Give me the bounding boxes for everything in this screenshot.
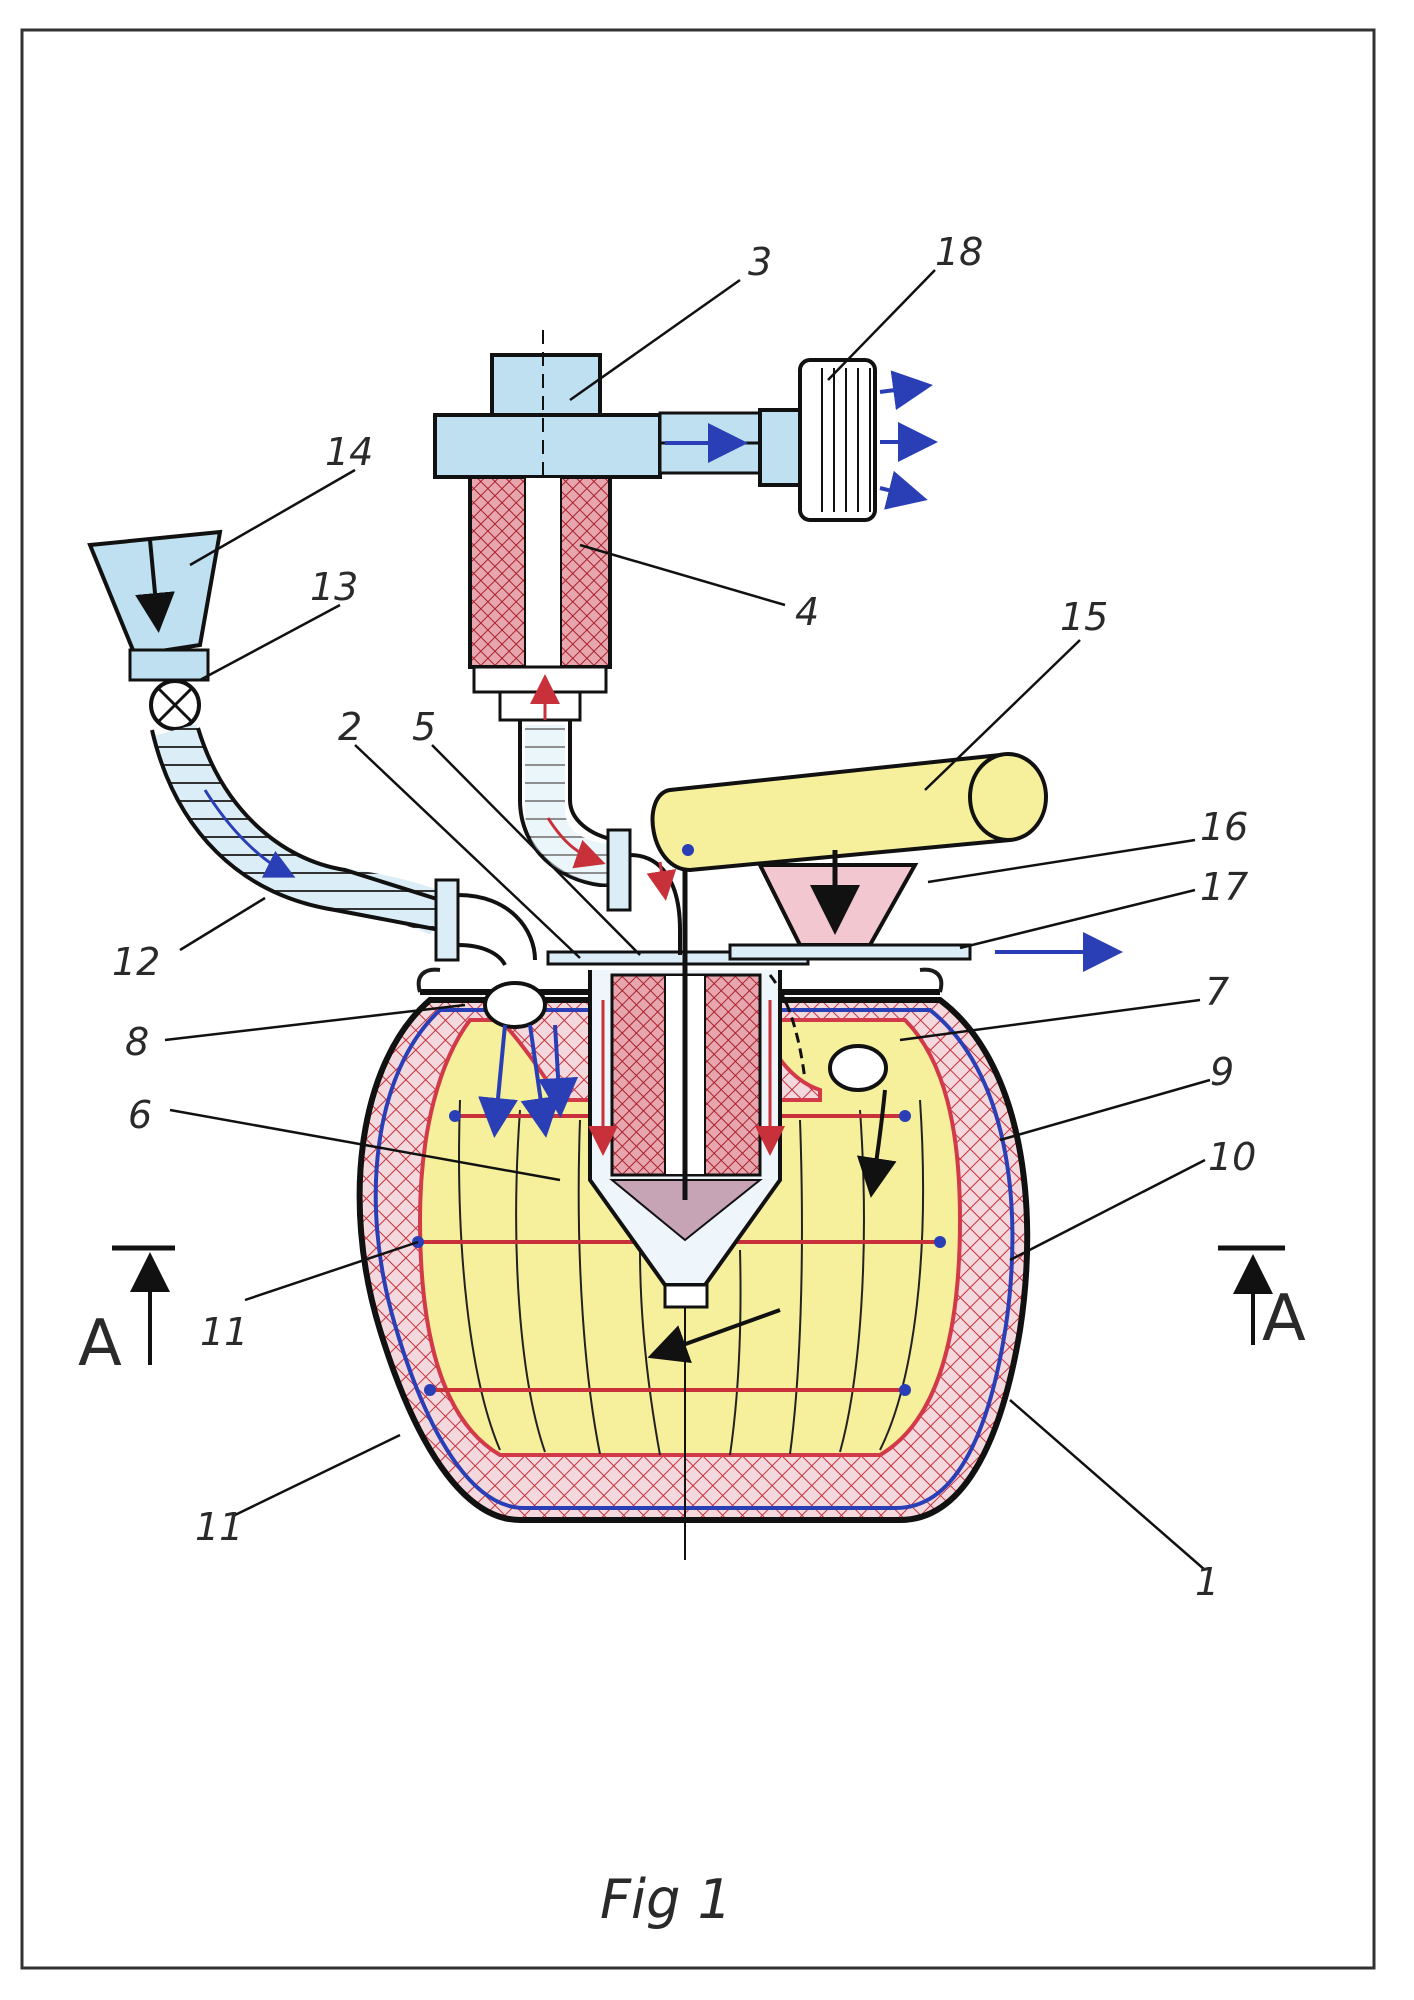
- roller-tube-15: [650, 752, 1048, 873]
- section-letter-left: A: [78, 1307, 122, 1381]
- blower-top-cap: [490, 353, 602, 419]
- hopper-16: [756, 850, 919, 947]
- inner-shell-line: [373, 1008, 1015, 1510]
- blower-assembly: [433, 330, 938, 722]
- section-letter-right: A: [1262, 1282, 1306, 1356]
- leader-lines: [164, 269, 1211, 1571]
- outlet-pipe-17: [728, 932, 1123, 1198]
- hose-flange: [606, 828, 632, 912]
- drain-plug: [663, 1283, 709, 1309]
- label-10: 10: [1208, 1135, 1256, 1179]
- central-filter-unit: [588, 850, 785, 1309]
- label-12: 12: [112, 940, 160, 984]
- exhaust-fan-18: [798, 358, 877, 522]
- label-13: 13: [310, 565, 358, 609]
- label-15: 15: [1060, 595, 1108, 639]
- sheet-border: [20, 28, 1376, 1970]
- label-18: 18: [935, 230, 983, 274]
- label-9: 9: [1210, 1050, 1234, 1094]
- label-5: 5: [412, 705, 436, 749]
- section-mark-right: A: [1218, 1245, 1306, 1356]
- label-11-lower: 11: [195, 1505, 243, 1549]
- label-17: 17: [1200, 865, 1248, 909]
- label-11-upper: 11: [200, 1310, 248, 1354]
- label-6: 6: [128, 1093, 152, 1137]
- section-mark-left: A: [78, 1245, 175, 1381]
- blower-manifold: [433, 413, 662, 479]
- label-4: 4: [795, 590, 819, 634]
- label-3: 3: [748, 240, 772, 284]
- figure-caption: Fig 1: [600, 1868, 732, 1931]
- feed-funnel-14: [87, 529, 223, 682]
- label-1: 1: [1195, 1560, 1219, 1604]
- inlet-nozzle-8: [483, 981, 547, 1029]
- valve-13: [149, 679, 201, 731]
- label-8: 8: [125, 1020, 149, 1064]
- label-16: 16: [1200, 805, 1248, 849]
- label-7: 7: [1205, 970, 1229, 1014]
- label-2: 2: [338, 705, 362, 749]
- label-14: 14: [325, 430, 373, 474]
- flexible-hose-12: [153, 723, 450, 935]
